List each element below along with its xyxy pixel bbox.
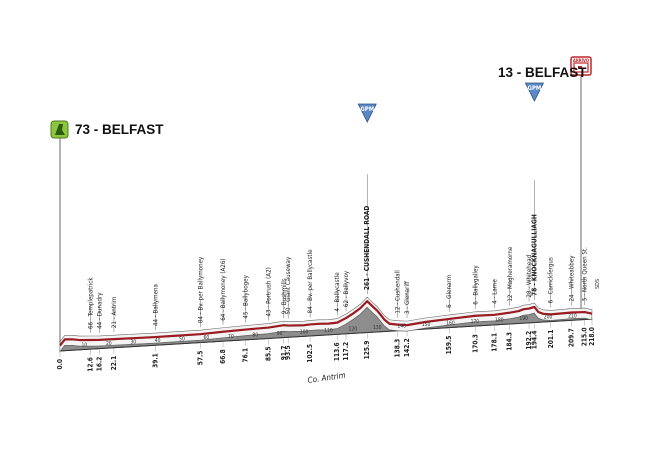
- waypoint-label: 6 - Carrickfergus: [548, 257, 555, 303]
- waypoint-label: 64 - Ballymoney (A26): [220, 258, 227, 320]
- axis-tick-label: 130: [373, 325, 382, 331]
- waypoint-label: 44 - Ballymena: [152, 284, 159, 326]
- distance-label: 57.5: [196, 351, 204, 366]
- finish-label: 13 - BELFAST: [498, 65, 587, 80]
- axis-tick-label: 10: [82, 343, 88, 349]
- axis-ticks: 10 20 30 40 50 60 70 80 90 100 110 120 130 140 150 160 1…: [82, 313, 577, 348]
- waypoint-label: 9 - Bushmills: [281, 278, 288, 314]
- distance-label: 184.3: [506, 332, 514, 351]
- axis-tick-label: 180: [495, 318, 504, 324]
- waypoint-label: 3 - Glenariff: [404, 281, 411, 314]
- start-partenza-icon: [50, 120, 69, 139]
- axis-tick-label: 40: [155, 338, 161, 344]
- axis-tick-label: 160: [446, 321, 455, 327]
- waypoint-label: 5 - North Queen St.: [582, 247, 589, 301]
- finish-inner: [573, 62, 589, 73]
- distance-label: 194.4: [530, 331, 538, 350]
- climb-badge: GPM: [528, 85, 542, 92]
- route-icons: GPM GPM ARRIVO: [50, 56, 592, 344]
- finish-glyph: [578, 66, 582, 69]
- axis-tick-label: 60: [204, 335, 210, 341]
- distance-label: 85.5: [265, 346, 273, 361]
- axis-tick-label: 20: [106, 341, 112, 347]
- axis-tick-label: 90: [277, 331, 283, 337]
- distance-label: 218.0: [588, 327, 596, 346]
- distance-label: 22.1: [110, 356, 118, 371]
- climb-label: 78 - KNOCKNAGULLIAGH: [530, 214, 538, 296]
- finish-arrivo-icon: ARRIVO: [570, 56, 592, 76]
- finish-marker: SDS: [595, 279, 601, 289]
- axis-tick-label: 190: [519, 316, 528, 322]
- axis-tick-label: 150: [422, 322, 431, 328]
- waypoint-label: 24 - Whiteabbey: [569, 255, 576, 302]
- distance-label: 117.2: [342, 342, 350, 361]
- axis-tick-label: 200: [544, 315, 553, 321]
- axis-tick-label: 210: [568, 313, 577, 319]
- waypoint-label: 4 - Larne: [492, 279, 499, 304]
- distance-label: 178.1: [491, 333, 499, 352]
- finish-badge: ARRIVO: [573, 58, 590, 63]
- climb-triangle: [524, 82, 545, 102]
- waypoint-label: 12 - Cushendall: [395, 270, 402, 314]
- axis-tick-label: 100: [300, 329, 309, 335]
- distance-label: 209.7: [568, 328, 576, 347]
- distance-label: 66.8: [219, 349, 227, 364]
- waypoint-label: 43 - Portrush (A2): [266, 267, 273, 316]
- waypoint-label: 84 - Bv. per Ballymoney: [197, 256, 204, 323]
- distance-label: 138.3: [394, 339, 402, 358]
- axis-tick-label: 80: [252, 332, 258, 338]
- distance-label: 102.5: [306, 344, 314, 363]
- distance-label: 0.0: [56, 359, 64, 370]
- route-line: [59, 300, 593, 347]
- distance-label: 192.2: [525, 331, 533, 350]
- distance-label: 76.1: [242, 348, 250, 363]
- waypoint-label: 28 - Whitehead: [526, 254, 533, 297]
- waypoint-label: 84 - Bv. per Ballycastle: [307, 249, 314, 314]
- climb-triangle: [357, 103, 377, 123]
- waypoint-label: 6 - Glenarm: [446, 275, 453, 308]
- axis-tick-label: 140: [397, 324, 406, 330]
- distance-label: 170.3: [472, 334, 480, 353]
- distance-label: 113.6: [333, 342, 341, 361]
- axis-tick-label: 110: [324, 328, 333, 334]
- start-glyph: [55, 124, 65, 135]
- distance-label: 201.1: [547, 330, 555, 349]
- waypoint-label: 66 - Templepatrick: [88, 277, 95, 329]
- start-label: 73 - BELFAST: [75, 122, 164, 137]
- profile-ground: [59, 296, 593, 353]
- climb-gpm-icon: GPM: [524, 82, 545, 102]
- waypoint-label: 21 - Antrim: [111, 297, 118, 328]
- distance-label: 159.5: [445, 336, 453, 355]
- distance-label: 93.5: [284, 345, 292, 360]
- climb-label: 261 - CUSHENDALL ROAD: [363, 206, 371, 291]
- axis-tick-label: 170: [471, 319, 480, 325]
- distance-label: 142.2: [403, 338, 411, 357]
- waypoint-label: 45 - Ballybogey: [243, 274, 250, 318]
- axis-tick-label: 30: [130, 340, 136, 346]
- waypoint-label: 4 - Ballycastle: [334, 272, 341, 312]
- distance-label: 91.7: [280, 346, 288, 361]
- distance-label: 125.9: [363, 341, 371, 360]
- climb-badge: GPM: [360, 106, 374, 113]
- waypoint-label: 6 - Ballygalley: [473, 265, 480, 305]
- axis-tick-label: 120: [349, 326, 358, 332]
- axis-tick-label: 50: [179, 337, 185, 343]
- waypoint-label: 44 - Dunadry: [97, 292, 104, 329]
- baseline: [59, 318, 593, 352]
- axis-tick-label: 70: [228, 334, 234, 340]
- waypoint-label: 62 - Ballyvoy: [343, 270, 350, 307]
- region-label: Co. Antrim: [307, 371, 346, 385]
- distance-label: 215.0: [581, 328, 589, 347]
- climb-gpm-icon: GPM: [357, 103, 377, 123]
- waypoint-label: 50 - Giant Causeway: [285, 256, 292, 314]
- distance-label: 39.1: [151, 353, 159, 368]
- waypoint-label: 12 - Magheramorne: [507, 246, 514, 302]
- distance-label: 12.6: [87, 357, 95, 372]
- distance-label: 16.2: [96, 357, 104, 372]
